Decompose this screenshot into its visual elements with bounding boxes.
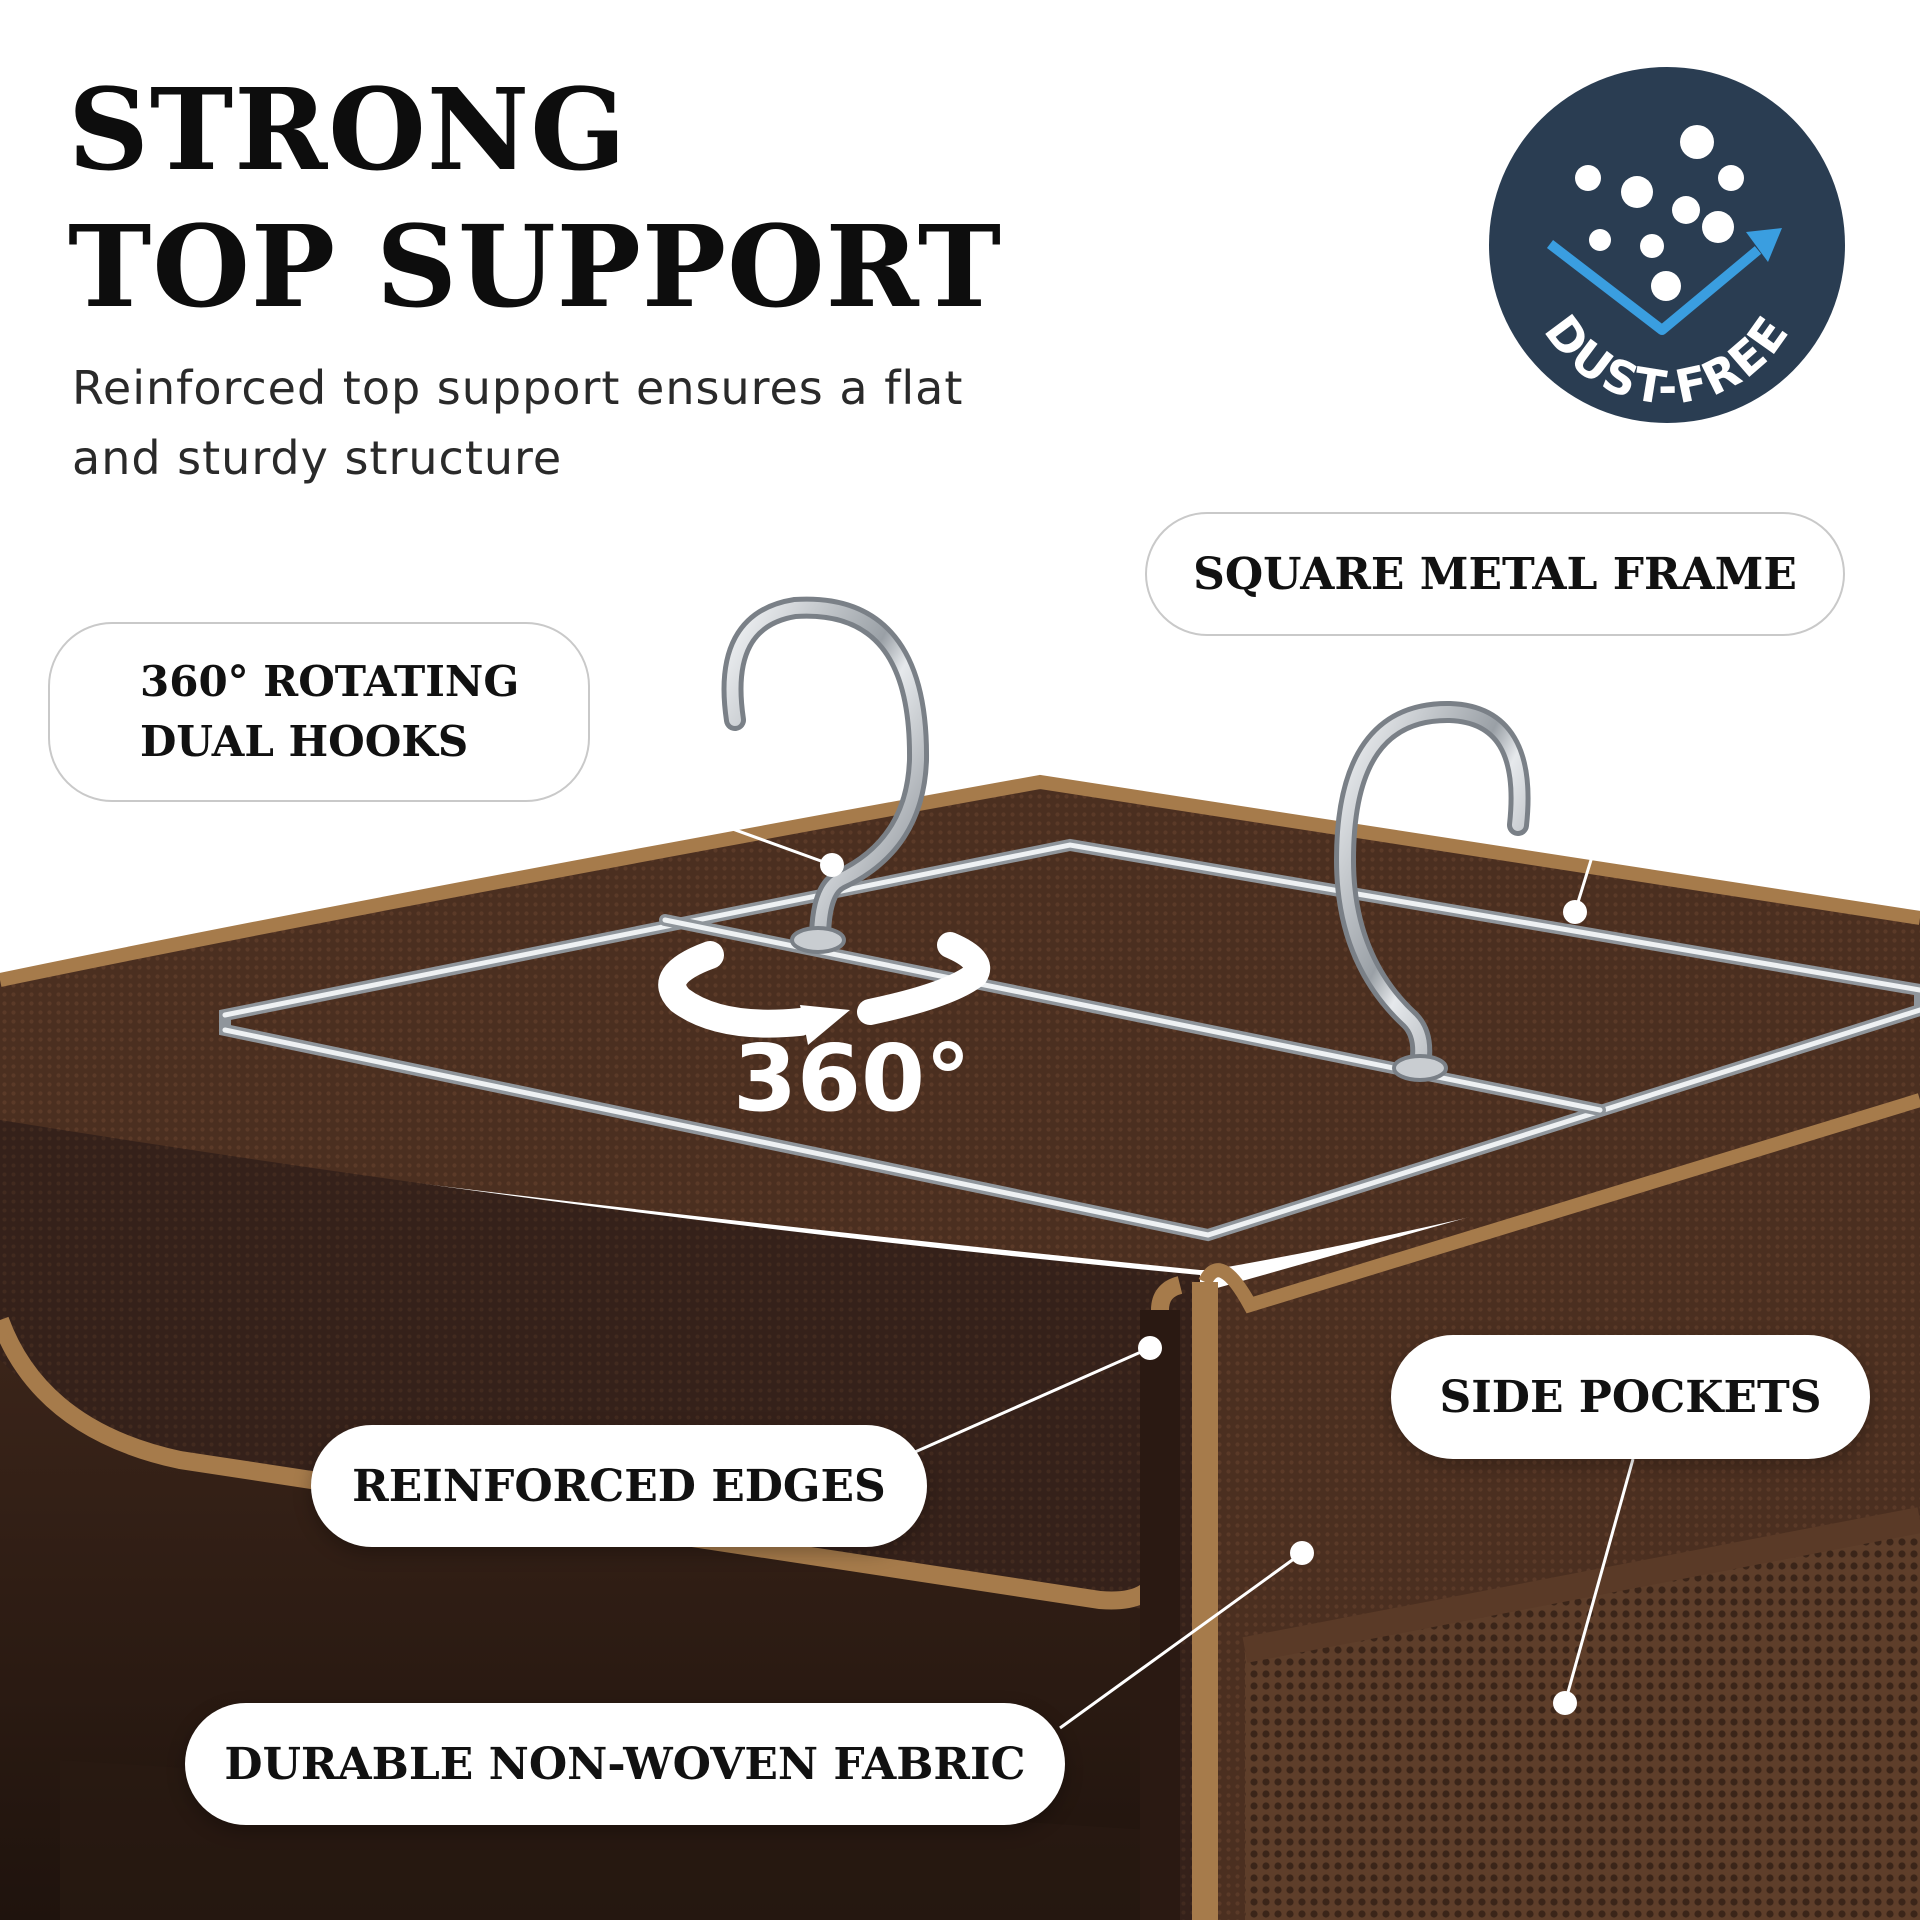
callout-leaders [569,635,1662,1730]
callout-hooks-line-2: DUAL HOOKS [140,717,469,766]
callout-frame-text: SQUARE METAL FRAME [1193,548,1797,600]
dust-particles-arrow-icon [1546,125,1782,335]
callout-fabric-text: DURABLE NON-WOVEN FABRIC [224,1738,1026,1790]
callout-reinforced-edges: REINFORCED EDGES [311,1425,927,1547]
dust-free-badge: DUST-FREE [1479,57,1855,433]
headline-line-1: STRONG [68,65,627,196]
rotation-label: 360° [733,1025,971,1132]
subtitle: Reinforced top support ensures a flat an… [72,361,964,485]
callout-side-pockets: SIDE POCKETS [1391,1335,1870,1459]
callout-metal-frame: SQUARE METAL FRAME [1145,512,1845,636]
callout-rotating-hooks: 360° ROTATING DUAL HOOKS [48,622,590,802]
hook-left [721,596,930,954]
top-edge-trim [0,774,1920,987]
callout-hooks-line-1: 360° ROTATING [140,657,520,706]
callout-pockets-text: SIDE POCKETS [1439,1371,1822,1423]
hook-right [1333,700,1531,1082]
flap-edge-trim [0,1276,1183,1610]
callout-dots [820,853,1587,1715]
callout-durable-fabric: DURABLE NON-WOVEN FABRIC [185,1703,1065,1825]
rotate-arrow-icon [658,932,991,1045]
callout-edges-text: REINFORCED EDGES [352,1460,886,1512]
headline-line-2: TOP SUPPORT [68,202,1003,333]
